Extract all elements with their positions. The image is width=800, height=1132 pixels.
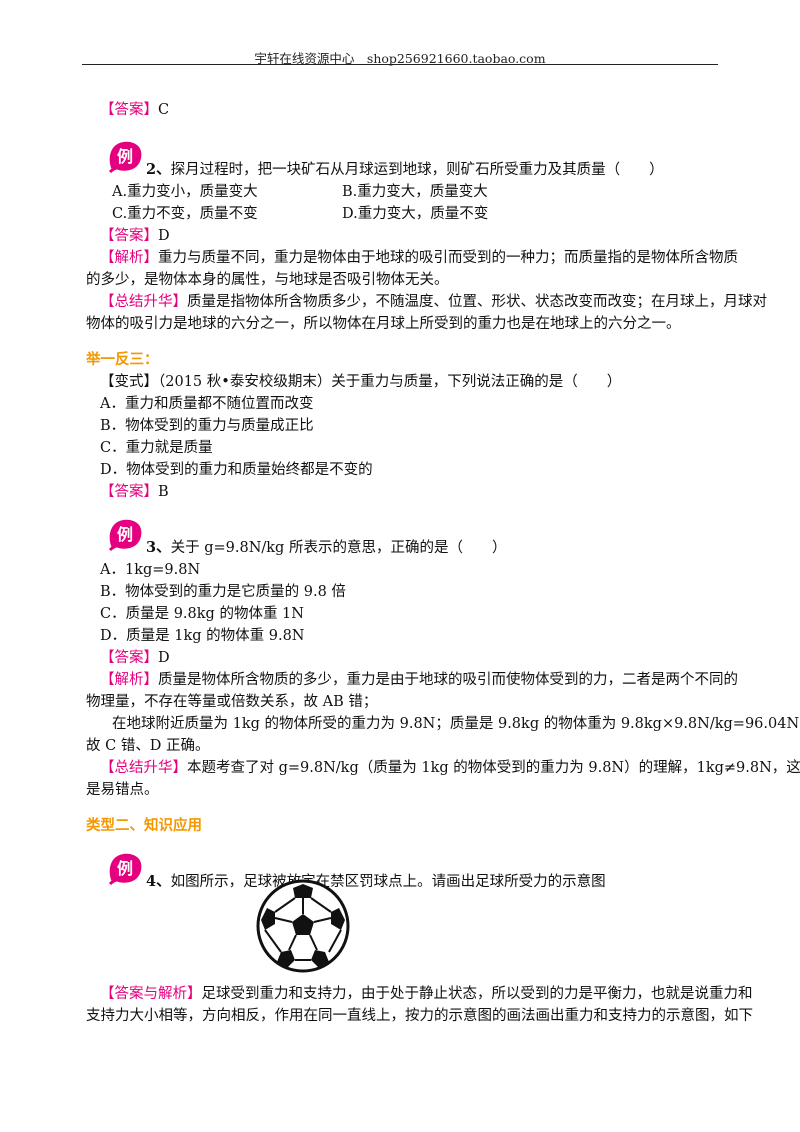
ex2-summary-line1: 【总结升华】质量是指物体所含物质多少，不随温度、位置、形状、状态改变而改变；在月… (100, 292, 767, 312)
page-header: 宇轩在线资源中心 shop256921660.taobao.com (254, 51, 546, 66)
ex4-question: 4、如图所示，足球被放定在禁区罚球点上。请画出足球所受力的示意图 (146, 872, 606, 892)
option-a: A.重力变小，质量变大 (112, 184, 258, 200)
answer-tag: 【答案】 (100, 228, 158, 244)
ex3-option-d: D．质量是 1kg 的物体重 9.8N (100, 628, 305, 644)
answer-value: B (158, 484, 169, 500)
badge-label: 例 (117, 859, 133, 878)
badge-label: 例 (117, 147, 133, 166)
header-rule (82, 64, 718, 65)
question-number: 4、 (146, 873, 171, 890)
question-stem: 探月过程时，把一块矿石从月球运到地球，则矿石所受重力及其质量（ ） (170, 162, 664, 178)
ex2-options-row1: A.重力变小，质量变大 B.重力变大，质量变大 (112, 182, 488, 202)
question-number: 3、 (146, 539, 171, 556)
ex3-analysis-line2: 物理量，不存在等量或倍数关系，故 AB 错； (86, 694, 378, 710)
question-number: 2、 (146, 161, 171, 178)
variant-option-d: D．物体受到的重力和质量始终都是不变的 (100, 462, 373, 478)
variant-tag: 【变式】 (100, 374, 158, 390)
answer-tag: 【答案】 (100, 102, 158, 118)
ex3-question: 3、关于 g=9.8N/kg 所表示的意思，正确的是（ ） (146, 538, 506, 558)
answer-text: 足球受到重力和支持力，由于处于静止状态，所以受到的力是平衡力，也就是说重力和 (201, 986, 753, 1002)
answer-value: D (158, 228, 170, 244)
example-badge-icon: 例 (106, 518, 143, 552)
variant-option-b: B．物体受到的重力与质量成正比 (100, 418, 314, 434)
section-heading-type2: 类型二、知识应用 (86, 818, 202, 834)
badge-label: 例 (117, 525, 133, 544)
ex3-analysis-line4: 故 C 错、D 正确。 (86, 738, 210, 754)
ex2-question: 2、探月过程时，把一块矿石从月球运到地球，则矿石所受重力及其质量（ ） (146, 160, 664, 180)
answer-tag: 【答案】 (100, 484, 158, 500)
soccer-ball-icon (255, 878, 351, 974)
variant-stem: （2015 秋•泰安校级期末）关于重力与质量，下列说法正确的是（ ） (158, 374, 622, 390)
summary-text: 本题考查了对 g=9.8N/kg（质量为 1kg 的物体受到的重力为 9.8N）… (187, 760, 800, 776)
ex3-summary-line2: 是易错点。 (86, 782, 159, 798)
variant-question: 【变式】（2015 秋•泰安校级期末）关于重力与质量，下列说法正确的是（ ） (100, 372, 621, 392)
variant-answer: 【答案】B (100, 482, 169, 502)
option-b: B.重力变大，质量变大 (342, 184, 488, 200)
section-heading-variant: 举一反三： (86, 352, 159, 368)
question-stem: 如图所示，足球被放定在禁区罚球点上。请画出足球所受力的示意图 (170, 874, 606, 890)
summary-tag: 【总结升华】 (100, 760, 187, 776)
ex4-answer-line1: 【答案与解析】足球受到重力和支持力，由于处于静止状态，所以受到的力是平衡力，也就… (100, 984, 753, 1004)
ex3-option-a: A．1kg=9.8N (100, 562, 201, 578)
ex2-analysis-line1: 【解析】重力与质量不同，重力是物体由于地球的吸引而受到的一种力；而质量指的是物体… (100, 248, 738, 268)
ex4-answer-line2: 支持力大小相等，方向相反，作用在同一直线上，按力的示意图的画法画出重力和支持力的… (86, 1008, 753, 1024)
analysis-text: 质量是物体所含物质的多少，重力是由于地球的吸引而使物体受到的力，二者是两个不同的 (158, 672, 738, 688)
example-badge-icon: 例 (106, 140, 143, 174)
summary-tag: 【总结升华】 (100, 294, 187, 310)
analysis-text: 重力与质量不同，重力是物体由于地球的吸引而受到的一种力；而质量指的是物体所含物质 (158, 250, 738, 266)
variant-option-a: A．重力和质量都不随位置而改变 (100, 396, 314, 412)
ex1-answer: 【答案】C (100, 100, 169, 120)
ex2-analysis-line2: 的多少，是物体本身的属性，与地球是否吸引物体无关。 (86, 272, 449, 288)
example-badge-icon: 例 (106, 852, 143, 886)
ex3-answer: 【答案】D (100, 648, 170, 668)
ex2-options-row2: C.重力不变，质量不变 D.重力变大，质量不变 (112, 204, 488, 224)
ex3-analysis-line1: 【解析】质量是物体所含物质的多少，重力是由于地球的吸引而使物体受到的力，二者是两… (100, 670, 738, 690)
analysis-tag: 【解析】 (100, 672, 158, 688)
summary-text: 质量是指物体所含物质多少，不随温度、位置、形状、状态改变而改变；在月球上，月球对 (187, 294, 767, 310)
question-stem: 关于 g=9.8N/kg 所表示的意思，正确的是（ ） (170, 540, 507, 556)
ex3-option-b: B．物体受到的重力是它质量的 9.8 倍 (100, 584, 346, 600)
answer-analysis-tag: 【答案与解析】 (100, 986, 202, 1002)
option-d: D.重力变大，质量不变 (342, 206, 489, 222)
ex3-option-c: C．质量是 9.8kg 的物体重 1N (100, 606, 304, 622)
answer-value: C (158, 102, 170, 118)
answer-tag: 【答案】 (100, 650, 158, 666)
ex3-summary-line1: 【总结升华】本题考查了对 g=9.8N/kg（质量为 1kg 的物体受到的重力为… (100, 758, 800, 778)
variant-option-c: C．重力就是质量 (100, 440, 213, 456)
ex2-summary-line2: 物体的吸引力是地球的六分之一，所以物体在月球上所受到的重力也是在地球上的六分之一… (86, 316, 681, 332)
answer-value: D (158, 650, 170, 666)
ex2-answer: 【答案】D (100, 226, 170, 246)
ex3-analysis-line3: 在地球附近质量为 1kg 的物体所受的重力为 9.8N；质量是 9.8kg 的物… (112, 716, 800, 732)
option-c: C.重力不变，质量不变 (112, 206, 258, 222)
analysis-tag: 【解析】 (100, 250, 158, 266)
